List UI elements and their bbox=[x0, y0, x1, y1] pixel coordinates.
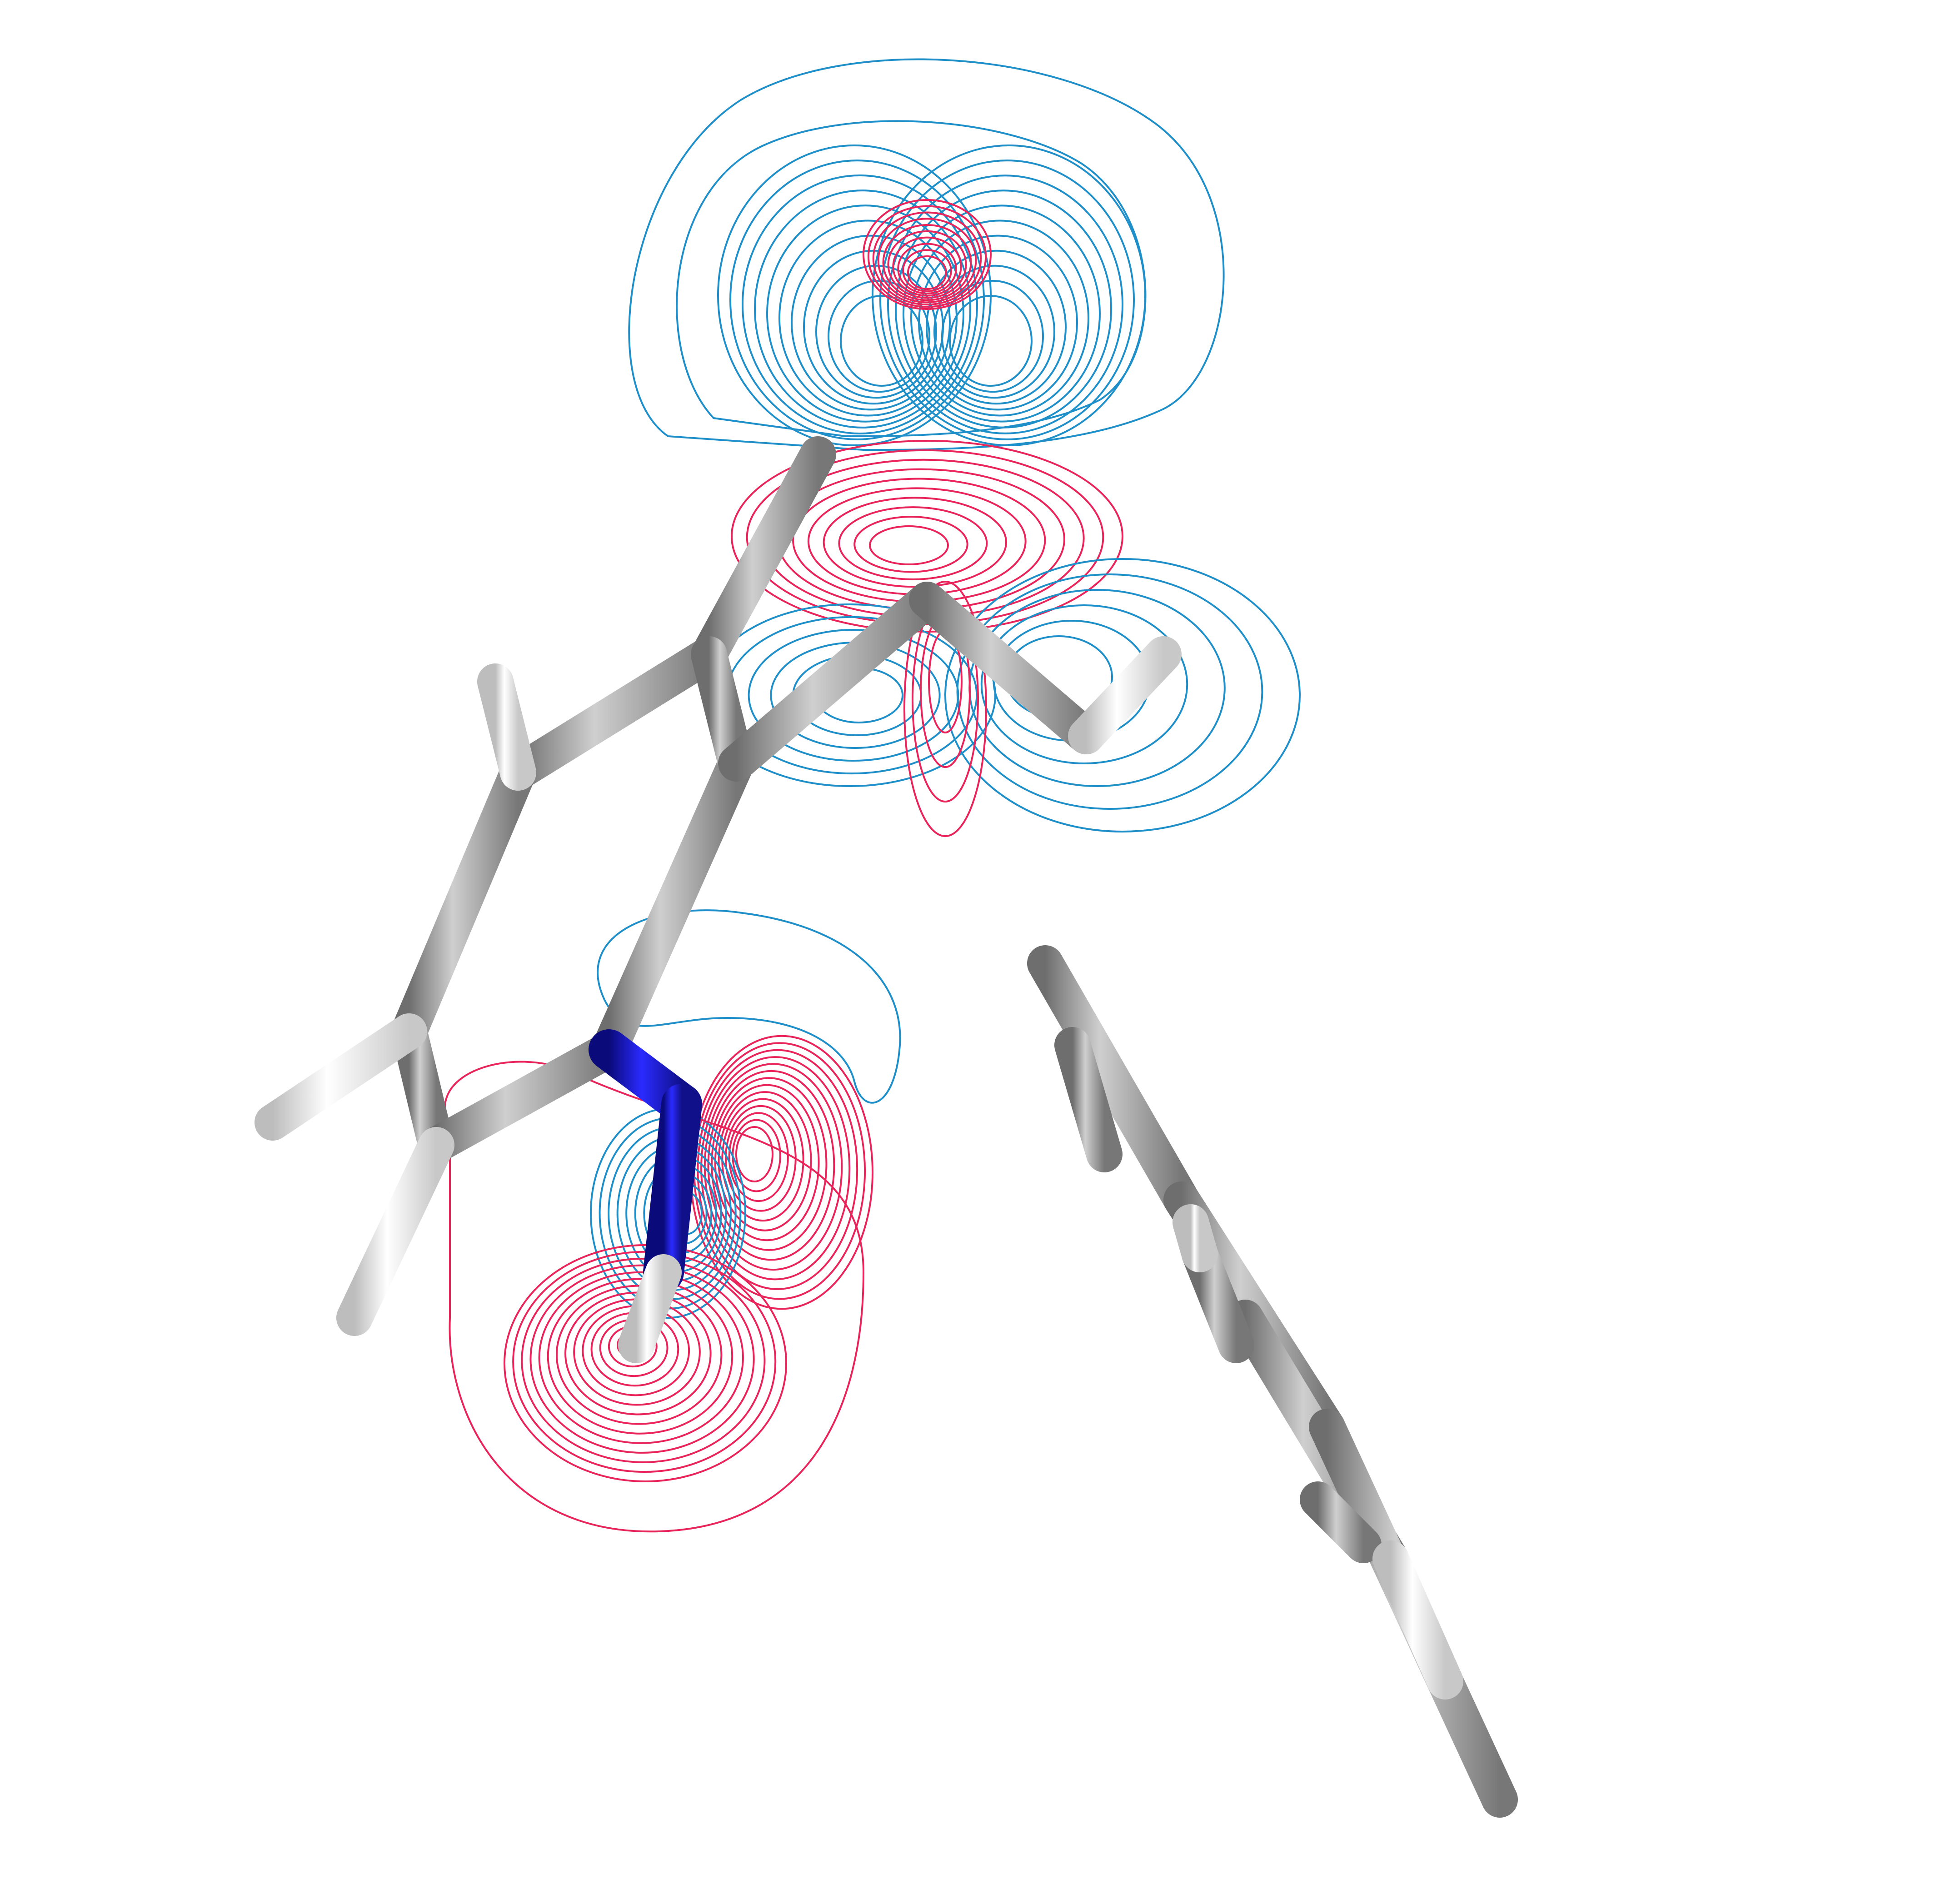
nitrogen-lower-lobe-contour bbox=[564, 1291, 712, 1416]
oxygen-core-contour bbox=[863, 199, 992, 310]
oxygen-lone-pair-right-contour bbox=[918, 234, 1078, 411]
oxygen-lone-pair-left-contour bbox=[766, 204, 964, 423]
molecule-bonds bbox=[254, 316, 1518, 1818]
oxygen-lone-pair-left-contour bbox=[729, 159, 985, 440]
nitrogen-lower-lobe-contour bbox=[529, 1264, 755, 1454]
oxygen-core-contour bbox=[892, 236, 962, 297]
nitrogen-right-lobe-contour bbox=[732, 1118, 781, 1193]
alpha-carbon-node-lobe-contour bbox=[928, 630, 963, 733]
oxygen-lone-pair-outer bbox=[628, 58, 1225, 451]
carbonyl-pi-lobe-contour bbox=[761, 459, 1085, 618]
oxygen-core-contour bbox=[907, 255, 947, 290]
nitrogen-right-lobe-contour bbox=[704, 1063, 843, 1271]
alpha-carbon-right-lobe-contour bbox=[944, 558, 1301, 832]
nitrogen-inner-lobe-contour bbox=[590, 1108, 746, 1319]
nitrogen-right-lobe-contour bbox=[711, 1077, 828, 1251]
ring-bond bbox=[691, 436, 836, 673]
alpha-carbon-left-lobe-contour bbox=[725, 616, 978, 774]
ring-bond bbox=[391, 754, 536, 1050]
nitrogen-lower-lobe-contour bbox=[504, 1244, 787, 1482]
h-bond bbox=[618, 1254, 682, 1363]
nitrogen-lower-lobe-contour bbox=[573, 1298, 701, 1406]
oxygen-lone-pair-outer bbox=[676, 120, 1147, 437]
oxygen-lone-pair-left-contour bbox=[754, 189, 971, 429]
nitrogen-right-lobe-contour bbox=[690, 1035, 873, 1310]
carbonyl-pi-lobe-contour bbox=[853, 516, 968, 573]
phenyl-bond bbox=[1027, 945, 1200, 1218]
carbonyl-pi-lobe-contour bbox=[777, 468, 1065, 610]
n-bond bbox=[643, 1084, 702, 1293]
nitrogen-lower-lobe-contour bbox=[512, 1251, 777, 1473]
ring-bond bbox=[418, 1032, 627, 1163]
oxygen-lone-pair-right-contour bbox=[949, 295, 1033, 387]
nitrogen-lower-lobe-contour bbox=[608, 1325, 658, 1368]
orbital-contours bbox=[444, 58, 1301, 1533]
nitrogen-lower-lobe-contour bbox=[547, 1277, 733, 1435]
nitrogen-lower-lobe-contour bbox=[582, 1305, 690, 1396]
oxygen-core-contour bbox=[902, 249, 952, 292]
nitrogen-lower-lobe-contour bbox=[599, 1319, 669, 1377]
carbonyl-pi-lobe-contour bbox=[792, 478, 1046, 603]
oxygen-core-contour bbox=[887, 230, 967, 299]
h-bond bbox=[1173, 1204, 1218, 1272]
oxygen-lone-pair-left-contour bbox=[742, 174, 978, 434]
ring-bond bbox=[591, 745, 754, 1068]
alpha-carbon-right-lobe-contour bbox=[980, 604, 1188, 764]
carbonyl-pi-lobe-contour bbox=[869, 525, 949, 565]
h-bond bbox=[1068, 636, 1182, 754]
nitrogen-lower-lobe-contour bbox=[590, 1312, 679, 1387]
h-bond bbox=[336, 1127, 454, 1336]
carbonyl-pi-lobe-contour bbox=[807, 487, 1027, 595]
phenyl-bond bbox=[1054, 1027, 1123, 1172]
nitrogen-right-lobe-contour bbox=[735, 1126, 773, 1182]
oxygen-lone-pair-right-contour bbox=[910, 219, 1089, 417]
h-bond bbox=[254, 1013, 427, 1141]
nitrogen-lower-lobe-contour bbox=[521, 1257, 766, 1464]
carbonyl-pi-lobe-contour bbox=[823, 496, 1008, 588]
oxygen-core-contour bbox=[877, 217, 977, 304]
oxygen-core-contour bbox=[897, 243, 957, 294]
alpha-carbon-right-lobe-contour bbox=[968, 589, 1226, 787]
oxygen-core-contour bbox=[882, 224, 972, 302]
alpha-carbon-right-lobe-contour bbox=[956, 573, 1263, 810]
ring-bond bbox=[500, 636, 727, 791]
chain-bond bbox=[718, 582, 945, 782]
nitrogen-lower-lobe-contour bbox=[555, 1285, 723, 1425]
nitrogen-right-lobe-contour bbox=[721, 1097, 804, 1222]
nitrogen-right-lobe-contour bbox=[718, 1091, 812, 1231]
alpha-carbon-left-lobe-contour bbox=[770, 642, 941, 749]
oxygen-core-contour bbox=[867, 205, 987, 308]
oxygen-lone-pair-right-contour bbox=[903, 204, 1101, 423]
chain-bond bbox=[909, 582, 1104, 754]
oxygen-core-contour bbox=[872, 211, 982, 306]
ring-bond bbox=[391, 1013, 454, 1163]
oxygen-lone-pair-left-contour bbox=[778, 219, 958, 417]
oxygen-lone-pair-right-contour bbox=[895, 189, 1112, 429]
nitrogen-right-lobe-contour bbox=[693, 1042, 866, 1300]
oxygen-lone-pair-left-contour bbox=[791, 234, 951, 411]
nitrogen-right-lobe-contour bbox=[714, 1083, 820, 1241]
h-bond bbox=[477, 663, 536, 791]
carbonyl-pi-lobe-contour bbox=[838, 506, 988, 580]
phenyl-bond bbox=[1300, 1481, 1382, 1563]
h-bond bbox=[1372, 1540, 1463, 1700]
